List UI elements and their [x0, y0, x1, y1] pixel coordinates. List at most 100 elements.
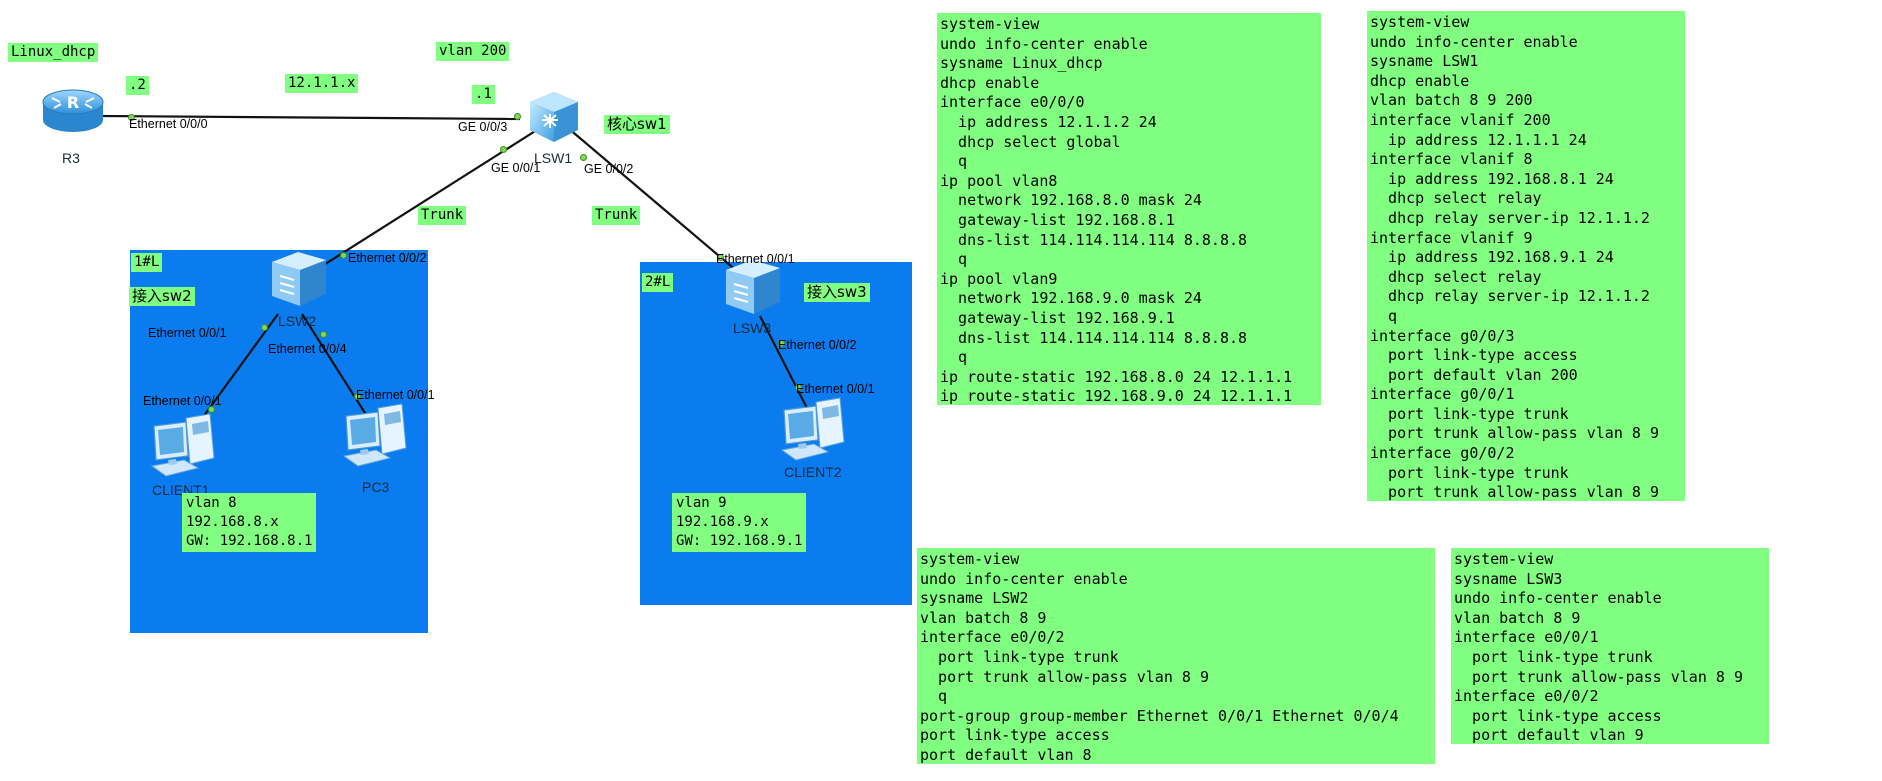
- tag-ip-dot1: .1: [472, 85, 495, 104]
- port-label-lsw2-e002: Ethernet 0/0/2: [348, 251, 427, 265]
- config-line: dhcp enable: [1370, 71, 1470, 90]
- pc-icon[interactable]: [778, 396, 848, 462]
- tag-access-sw3: 接入sw3: [804, 283, 870, 302]
- tag-zone1: 1#L: [131, 253, 163, 272]
- config-line: port link-type trunk: [1454, 647, 1653, 666]
- device-label-r3: R3: [62, 150, 80, 166]
- config-line: port trunk allow-pass vlan 8 9: [920, 667, 1209, 686]
- switch-icon[interactable]: [268, 250, 330, 308]
- tag-zone2: 2#L: [642, 273, 674, 292]
- zone1-info-box: vlan 8 192.168.8.x GW: 192.168.8.1: [182, 493, 317, 552]
- config-line: q: [940, 250, 968, 269]
- device-label-lsw2: LSW2: [278, 313, 317, 329]
- config-line: undo info-center enable: [1454, 589, 1662, 608]
- port-label-lsw2-e001: Ethernet 0/0/1: [148, 326, 227, 340]
- link-lsw2-pc3: [301, 313, 373, 425]
- pc-icon[interactable]: [340, 402, 410, 468]
- config-line: ip route-static 192.168.9.0 24 12.1.1.1: [940, 387, 1293, 406]
- config-line: sysname LSW3: [1454, 569, 1563, 588]
- config-box-lsw2: system-view undo info-center enable sysn…: [917, 548, 1435, 764]
- port-dot: [340, 252, 347, 259]
- zone2-info-line: vlan 9: [676, 495, 727, 511]
- config-line: q: [940, 152, 968, 171]
- tag-linux-dhcp: Linux_dhcp: [8, 43, 99, 62]
- port-label-lsw3-e002: Ethernet 0/0/2: [778, 338, 857, 352]
- port-label-pc3-e001: Ethernet 0/0/1: [356, 388, 435, 402]
- tag-trunk-right: Trunk: [592, 206, 641, 225]
- port-label-lsw2-e004: Ethernet 0/0/4: [268, 342, 347, 356]
- config-line: port trunk allow-pass vlan 8 9: [1370, 483, 1659, 502]
- config-line: port link-type trunk: [1370, 404, 1569, 423]
- config-line: port link-type trunk: [920, 647, 1119, 666]
- config-line: ip route-static 192.168.8.0 24 12.1.1.1: [940, 367, 1293, 386]
- config-line: interface g0/0/3: [1370, 326, 1515, 345]
- config-box-lsw1: system-view undo info-center enable sysn…: [1367, 11, 1685, 501]
- config-line: interface g0/0/2: [1370, 444, 1515, 463]
- port-dot: [354, 393, 361, 400]
- router-icon[interactable]: R: [40, 84, 106, 140]
- config-line: port link-type trunk: [1370, 463, 1569, 482]
- switch-icon[interactable]: [722, 258, 784, 316]
- config-line: dhcp select relay: [1370, 267, 1542, 286]
- config-line: port trunk allow-pass vlan 8 9: [1454, 667, 1743, 686]
- config-line: ip pool vlan8: [940, 171, 1058, 190]
- port-label-client2-e001: Ethernet 0/0/1: [796, 382, 875, 396]
- config-line: interface e0/0/0: [940, 93, 1085, 112]
- zone2-info-line: GW: 192.168.9.1: [676, 533, 803, 549]
- config-line: dhcp select relay: [1370, 189, 1542, 208]
- config-line: dhcp relay server-ip 12.1.1.2: [1370, 208, 1650, 227]
- port-label-lsw1-ge001: GE 0/0/1: [491, 161, 541, 175]
- config-line: port link-type access: [1370, 346, 1578, 365]
- config-line: ip address 12.1.1.2 24: [940, 112, 1157, 131]
- port-dot: [208, 406, 215, 413]
- tag-ip-dot2: .2: [126, 76, 149, 95]
- tag-vlan200: vlan 200: [436, 42, 510, 61]
- config-line: vlan batch 8 9: [920, 608, 1047, 627]
- port-label-lsw3-e001: Ethernet 0/0/1: [716, 252, 795, 266]
- link-lsw3-client2: [759, 315, 809, 411]
- config-line: interface e0/0/2: [1454, 687, 1599, 706]
- pc-icon[interactable]: [148, 412, 218, 478]
- device-label-client2: CLIENT2: [784, 464, 842, 480]
- tag-access-sw2: 接入sw2: [129, 287, 195, 306]
- zone1-info-line: 192.168.8.x: [186, 514, 279, 530]
- port-dot: [128, 114, 135, 121]
- zone1-info-line: GW: 192.168.8.1: [186, 533, 313, 549]
- config-line: q: [920, 687, 948, 706]
- config-line: gateway-list 192.168.9.1: [940, 308, 1175, 327]
- zone2-info-box: vlan 9 192.168.9.x GW: 192.168.9.1: [672, 493, 807, 552]
- link-lsw1-lsw3: [567, 127, 739, 273]
- port-label-r3-e000: Ethernet 0/0/0: [129, 117, 208, 131]
- link-r3-lsw1: [99, 114, 521, 121]
- config-line: port default vlan 8: [920, 745, 1092, 764]
- zone1-info-line: vlan 8: [186, 495, 237, 511]
- config-line: interface vlanif 8: [1370, 150, 1533, 169]
- config-line: ip address 192.168.8.1 24: [1370, 169, 1614, 188]
- port-dot: [261, 324, 268, 331]
- device-label-lsw1: LSW1: [534, 150, 573, 166]
- config-line: ip address 192.168.9.1 24: [1370, 248, 1614, 267]
- config-line: dhcp relay server-ip 12.1.1.2: [1370, 287, 1650, 306]
- config-line: system-view: [1370, 13, 1470, 31]
- config-line: port trunk allow-pass vlan 8 9: [1370, 424, 1659, 443]
- port-dot: [795, 384, 802, 391]
- config-line: vlan batch 8 9: [1454, 608, 1581, 627]
- tag-core-sw1: 核心sw1: [604, 115, 670, 134]
- config-line: vlan batch 8 9 200: [1370, 91, 1533, 110]
- config-line: port link-type access: [1454, 706, 1662, 725]
- config-line: network 192.168.8.0 mask 24: [940, 191, 1202, 210]
- config-line: port-group group-member Ethernet 0/0/1 E…: [920, 706, 1399, 725]
- port-label-client1-e001: Ethernet 0/0/1: [143, 394, 222, 408]
- config-line: interface vlanif 200: [1370, 110, 1551, 129]
- config-line: q: [1370, 306, 1398, 325]
- port-dot: [717, 254, 724, 261]
- tag-trunk-left: Trunk: [418, 206, 467, 225]
- config-line: dns-list 114.114.114.114 8.8.8.8: [940, 230, 1248, 249]
- core-switch-icon[interactable]: [522, 88, 582, 148]
- config-line: system-view: [940, 15, 1040, 33]
- config-line: sysname Linux_dhcp: [940, 54, 1103, 73]
- config-line: undo info-center enable: [1370, 32, 1578, 51]
- device-label-lsw3: LSW3: [733, 320, 772, 336]
- config-line: network 192.168.9.0 mask 24: [940, 289, 1202, 308]
